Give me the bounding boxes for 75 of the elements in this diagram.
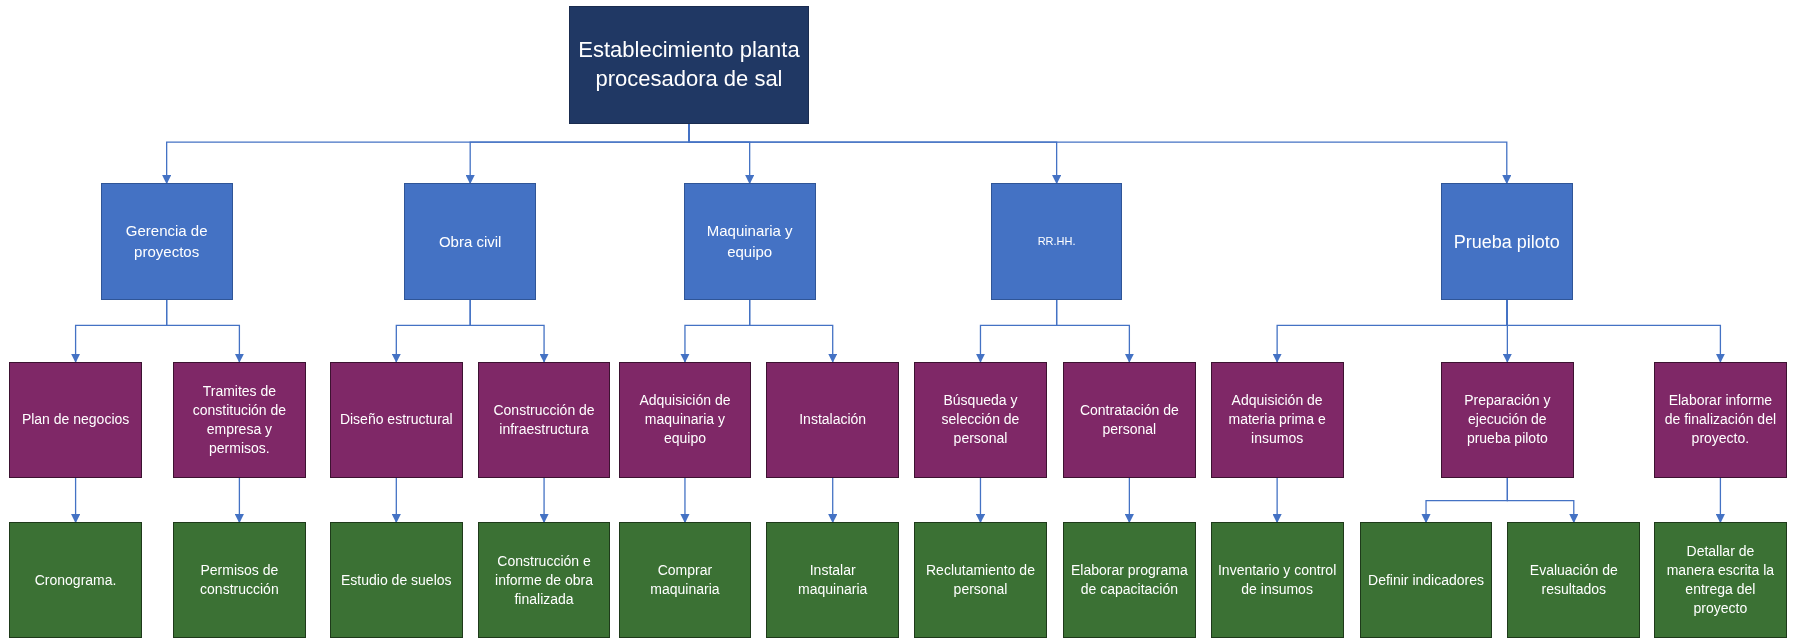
task-box — [477, 522, 611, 638]
task-box — [1440, 183, 1573, 301]
task-label: Obra civil — [438, 231, 502, 252]
connector-arrow — [539, 477, 549, 524]
task-label: Adquisición de materia prima e insumos — [1227, 391, 1327, 449]
connector-arrow — [975, 477, 985, 524]
task-label: Contratación de personal — [1078, 400, 1180, 439]
task-box — [1440, 361, 1574, 478]
connector-arrow — [469, 299, 549, 363]
task-box — [1062, 522, 1196, 638]
task-box — [477, 361, 611, 478]
task-label: Preparación y ejecución de prueba piloto — [1463, 391, 1552, 449]
task-label: Evaluación de resultados — [1528, 561, 1619, 599]
connector-arrow — [234, 477, 244, 524]
task-box — [766, 522, 900, 638]
task-label: Inventario y control de insumos — [1217, 561, 1337, 599]
task-box — [172, 522, 306, 638]
task-box — [9, 361, 142, 478]
task-box — [1210, 361, 1344, 478]
task-label: Instalar maquinaria — [797, 561, 869, 599]
task-box — [618, 522, 752, 638]
task-label: Permisos de construcción — [199, 561, 280, 599]
task-label: Diseño estructural — [339, 410, 453, 430]
connector-arrow — [828, 477, 838, 524]
connector-arrow — [166, 299, 244, 363]
task-label: RR.HH. — [1037, 234, 1076, 250]
task-box — [618, 361, 752, 478]
connector-arrow — [391, 477, 401, 524]
task-label: Plan de negocios — [21, 410, 130, 430]
task-label: Detallar de manera escrita la entrega del proyecto — [1665, 542, 1776, 618]
task-label: Elaborar informe de finalización del proyecto. — [1663, 391, 1778, 449]
task-label: Tramites de constitución de empresa y permisos. — [191, 382, 288, 458]
task-box — [1359, 522, 1493, 638]
connector-arrow — [1272, 477, 1282, 524]
connector-arrow — [1502, 299, 1512, 363]
connector-arrow — [1506, 477, 1579, 524]
task-label: Cronograma. — [34, 570, 117, 590]
task-box — [172, 361, 306, 478]
task-label: Prueba piloto — [1453, 230, 1560, 254]
connector-arrow — [1506, 299, 1725, 363]
connector-arrow — [1715, 477, 1725, 524]
connector-arrow — [1056, 299, 1134, 363]
task-label: Gerencia de proyectos — [124, 221, 209, 262]
task-box — [329, 361, 463, 478]
task-label: Reclutamiento de personal — [925, 561, 1036, 599]
task-label: Maquinaria y equipo — [705, 221, 794, 262]
task-box — [990, 183, 1123, 301]
task-box — [404, 183, 537, 301]
task-box — [1210, 522, 1344, 638]
task-box — [683, 183, 816, 301]
task-label: Establecimiento planta procesadora de sal — [577, 36, 801, 93]
task-box — [766, 361, 900, 478]
task-box — [914, 522, 1047, 638]
connector-arrow — [680, 477, 690, 524]
task-label: Definir indicadores — [1368, 570, 1484, 590]
task-label: Construcción de infraestructura — [492, 400, 596, 439]
task-label: Instalación — [799, 410, 867, 430]
connector-arrow — [749, 299, 838, 363]
task-label: Comprar maquinaria — [649, 561, 721, 599]
task-box — [329, 522, 463, 638]
task-label: Elaborar programa de capacitación — [1070, 561, 1189, 599]
task-box — [100, 183, 233, 301]
task-label: Búsqueda y selección de personal — [940, 391, 1021, 449]
connector-arrow — [1124, 477, 1134, 524]
task-label: Adquisición de maquinaria y equipo — [638, 391, 732, 449]
task-box — [1507, 522, 1641, 638]
task-label: Estudio de suelos — [341, 570, 452, 590]
task-box — [1653, 361, 1787, 478]
task-box — [914, 361, 1047, 478]
root-box — [569, 5, 809, 124]
task-box — [1062, 361, 1196, 478]
connector-arrow — [71, 477, 81, 524]
task-label: Construcción e informe de obra finalizada — [494, 551, 595, 609]
task-box — [1653, 522, 1787, 638]
task-box — [9, 522, 142, 638]
